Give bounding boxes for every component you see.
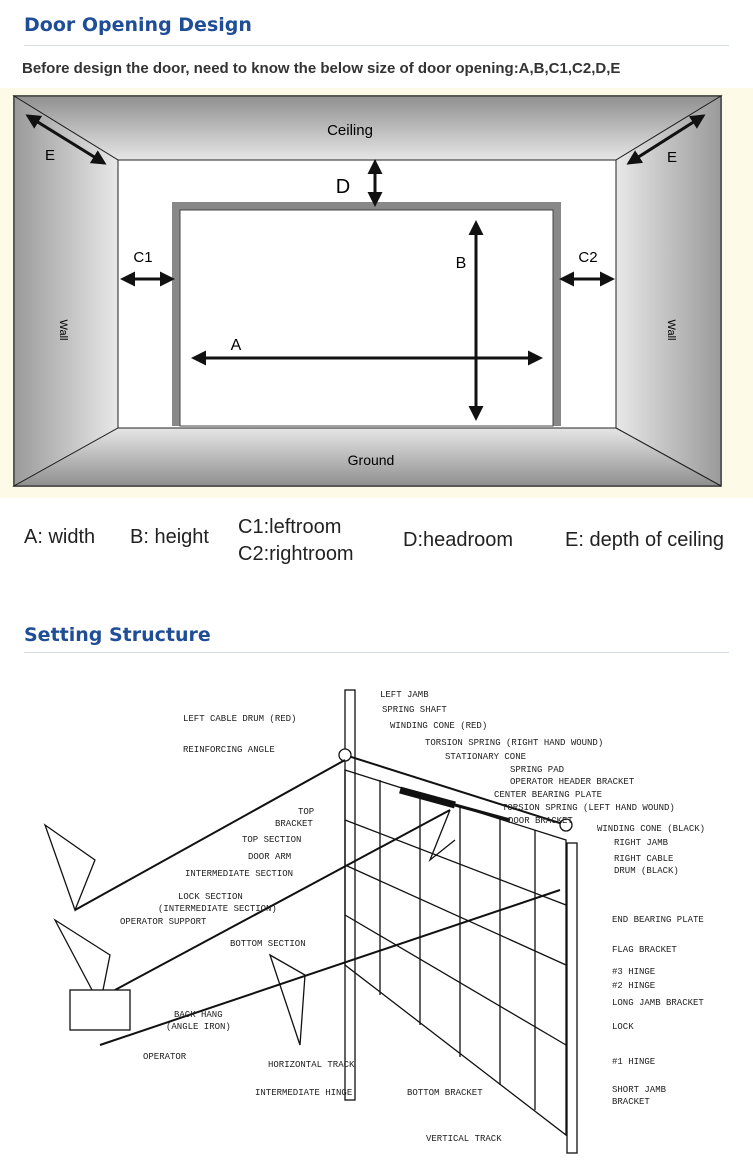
intro-text: Before design the door, need to know the… <box>22 60 621 77</box>
label-torsion-spring-lh: TORSION SPRING (LEFT HAND WOUND) <box>502 803 675 813</box>
door-opening <box>179 209 554 427</box>
e-right-label: E <box>667 149 677 166</box>
left-wall-label: Wall <box>57 320 69 341</box>
operator-unit <box>69 989 131 1031</box>
label-winding-cone-red: WINDING CONE (RED) <box>390 721 487 731</box>
back-hang-right <box>268 953 306 1046</box>
right-jamb <box>566 842 578 1154</box>
d-label: D <box>336 176 350 198</box>
label-lock-section-1: LOCK SECTION <box>178 892 243 902</box>
label-vertical-track: VERTICAL TRACK <box>426 1134 502 1144</box>
c1-label: C1 <box>133 249 152 266</box>
right-horizontal-track <box>99 889 561 1046</box>
label-winding-cone-black: WINDING CONE (BLACK) <box>597 824 705 834</box>
legend-a: A: width <box>24 526 96 548</box>
operator-support <box>53 918 111 1007</box>
title-divider-2 <box>24 652 729 653</box>
label-center-bearing-plate: CENTER BEARING PLATE <box>494 790 602 800</box>
legend-c1: C1:leftroom <box>238 516 342 538</box>
door-opening-diagram: Ceiling Ground Wall Wall E E D C1 C2 A B <box>0 88 753 498</box>
right-cable-drum <box>559 818 573 832</box>
label-hinge-1: #1 HINGE <box>612 1057 655 1067</box>
label-hinge-3: #3 HINGE <box>612 967 655 977</box>
back-hang-left <box>43 823 96 912</box>
legend-e: E: depth of ceiling <box>565 529 724 551</box>
label-hinge-2: #2 HINGE <box>612 981 655 991</box>
label-top-section: TOP SECTION <box>242 835 301 845</box>
label-horizontal-track: HORIZONTAL TRACK <box>268 1060 355 1070</box>
label-group: LEFT JAMB SPRING SHAFT LEFT CABLE DRUM (… <box>120 690 705 1144</box>
label-short-jamb-bracket-1: SHORT JAMB <box>612 1085 667 1095</box>
label-lock-section-2: (INTERMEDIATE SECTION) <box>158 904 277 914</box>
label-top-bracket-2: BRACKET <box>275 819 313 829</box>
ceiling-label: Ceiling <box>327 122 373 139</box>
label-stationary-cone: STATIONARY CONE <box>445 752 526 762</box>
title-divider <box>24 45 729 46</box>
label-short-jamb-bracket-2: BRACKET <box>612 1097 650 1107</box>
label-operator-header-bracket: OPERATOR HEADER BRACKET <box>510 777 635 787</box>
legend-d: D:headroom <box>403 529 514 551</box>
rail <box>114 809 451 991</box>
section-title-setting-structure: Setting Structure <box>24 624 211 646</box>
door-arm <box>428 809 456 863</box>
label-bottom-bracket: BOTTOM BRACKET <box>407 1088 483 1098</box>
label-operator: OPERATOR <box>143 1052 187 1062</box>
garage-door-structure-diagram: LEFT JAMB SPRING SHAFT LEFT CABLE DRUM (… <box>43 689 705 1154</box>
label-long-jamb-bracket: LONG JAMB BRACKET <box>612 998 704 1008</box>
label-flag-bracket: FLAG BRACKET <box>612 945 677 955</box>
label-operator-support: OPERATOR SUPPORT <box>120 917 207 927</box>
label-intermediate-hinge: INTERMEDIATE HINGE <box>255 1088 352 1098</box>
left-horizontal-track <box>74 759 346 911</box>
torsion-spring <box>399 786 456 809</box>
label-reinforcing-angle: REINFORCING ANGLE <box>183 745 275 755</box>
c2-label: C2 <box>578 249 597 266</box>
e-left-arrow <box>25 114 107 165</box>
label-torsion-spring-rh: TORSION SPRING (RIGHT HAND WOUND) <box>425 738 603 748</box>
label-intermediate-section: INTERMEDIATE SECTION <box>185 869 293 879</box>
door-frame <box>172 202 561 426</box>
right-wall-label: Wall <box>665 320 677 341</box>
label-top-bracket-1: TOP <box>298 807 314 817</box>
label-spring-pad: SPRING PAD <box>510 765 564 775</box>
label-right-cable-drum-2: DRUM (BLACK) <box>614 866 679 876</box>
section-title-door-opening: Door Opening Design <box>24 14 252 36</box>
label-right-cable-drum-1: RIGHT CABLE <box>614 854 673 864</box>
legend-b: B: height <box>130 526 209 548</box>
ground-label: Ground <box>348 452 395 468</box>
label-right-jamb: RIGHT JAMB <box>614 838 669 848</box>
label-back-hang-2: (ANGLE IRON) <box>166 1022 231 1032</box>
label-door-bracket: DOOR BRACKET <box>508 816 573 826</box>
e-right-arrow <box>626 114 706 165</box>
label-bottom-section: BOTTOM SECTION <box>230 939 306 949</box>
left-cable-drum <box>338 748 352 762</box>
label-left-cable-drum: LEFT CABLE DRUM (RED) <box>183 714 296 724</box>
spring-shaft <box>344 754 567 826</box>
label-lock: LOCK <box>612 1022 634 1032</box>
label-left-jamb: LEFT JAMB <box>380 690 429 700</box>
a-label: A <box>231 337 242 354</box>
label-back-hang-1: BACK HANG <box>174 1010 223 1020</box>
label-door-arm: DOOR ARM <box>248 852 291 862</box>
legend-c2: C2:rightroom <box>238 543 354 565</box>
label-end-bearing-plate: END BEARING PLATE <box>612 915 704 925</box>
e-left-label: E <box>45 147 55 164</box>
b-label: B <box>456 255 467 272</box>
torsion-spring-left <box>454 803 511 822</box>
left-wall <box>13 95 119 487</box>
label-spring-shaft: SPRING SHAFT <box>382 705 447 715</box>
